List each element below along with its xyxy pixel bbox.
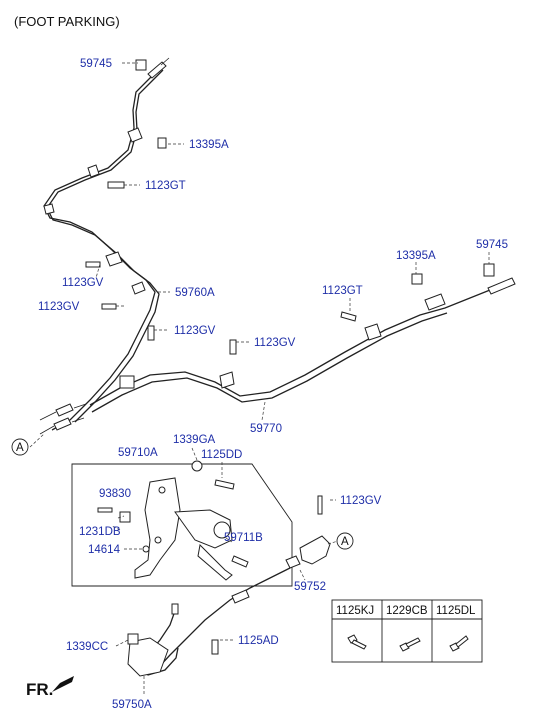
label-1123gt-top: 1123GT — [145, 180, 186, 192]
label-93830: 93830 — [99, 488, 131, 500]
table-header-1125kj: 1125KJ — [336, 605, 374, 617]
label-59750a: 59750A — [112, 699, 152, 711]
fastener-table: 1125KJ 1229CB 1125DL — [331, 599, 483, 663]
label-13395a-top: 13395A — [189, 139, 229, 151]
label-1339ga: 1339GA — [173, 434, 216, 446]
cable-59770 — [89, 277, 516, 413]
label-1123gv-e: 1123GV — [340, 495, 382, 507]
label-1123gv-d: 1123GV — [254, 337, 296, 349]
label-59745-top: 59745 — [80, 58, 112, 70]
bracket-59752 — [285, 495, 331, 569]
label-1123gt-right: 1123GT — [322, 285, 363, 297]
front-direction-arrow-icon — [52, 676, 74, 692]
label-14614: 14614 — [88, 544, 121, 556]
label-1123gv-a: 1123GV — [62, 277, 104, 289]
part-labels: 59745 13395A 1123GT 1123GV 59760A 1123GV… — [38, 58, 508, 711]
label-59760a: 59760A — [175, 287, 215, 299]
label-1125dd: 1125DD — [201, 449, 242, 461]
leader-lines — [29, 62, 490, 696]
label-1339cc: 1339CC — [66, 641, 108, 653]
label-59770: 59770 — [250, 423, 282, 435]
release-cable-59750a — [127, 567, 291, 677]
label-1125ad: 1125AD — [238, 635, 279, 647]
cable-59760a — [39, 57, 170, 435]
bolt-icon-1229cb — [399, 637, 421, 652]
label-59710a: 59710A — [118, 447, 158, 459]
page-title: (FOOT PARKING) — [14, 14, 120, 29]
callout-a-right: A — [336, 532, 354, 550]
table-header-1125dl: 1125DL — [436, 605, 476, 617]
fasteners — [85, 59, 495, 645]
bolt-icon-1125kj — [347, 634, 367, 650]
label-59745-right: 59745 — [476, 239, 508, 251]
pedal-assembly-box — [71, 460, 293, 587]
label-59752: 59752 — [294, 581, 326, 593]
label-59711b: 59711B — [224, 532, 263, 544]
svg-text:A: A — [341, 536, 349, 548]
callout-a-left: A — [11, 438, 29, 456]
svg-text:A: A — [16, 442, 24, 454]
label-1231db: 1231DB — [79, 526, 121, 538]
label-1123gv-b: 1123GV — [38, 301, 80, 313]
label-13395a-right: 13395A — [396, 250, 436, 262]
orientation-label: FR. — [26, 680, 54, 699]
label-1123gv-c: 1123GV — [174, 325, 216, 337]
bolt-icon-1125dl — [449, 635, 469, 652]
table-header-1229cb: 1229CB — [386, 605, 428, 617]
